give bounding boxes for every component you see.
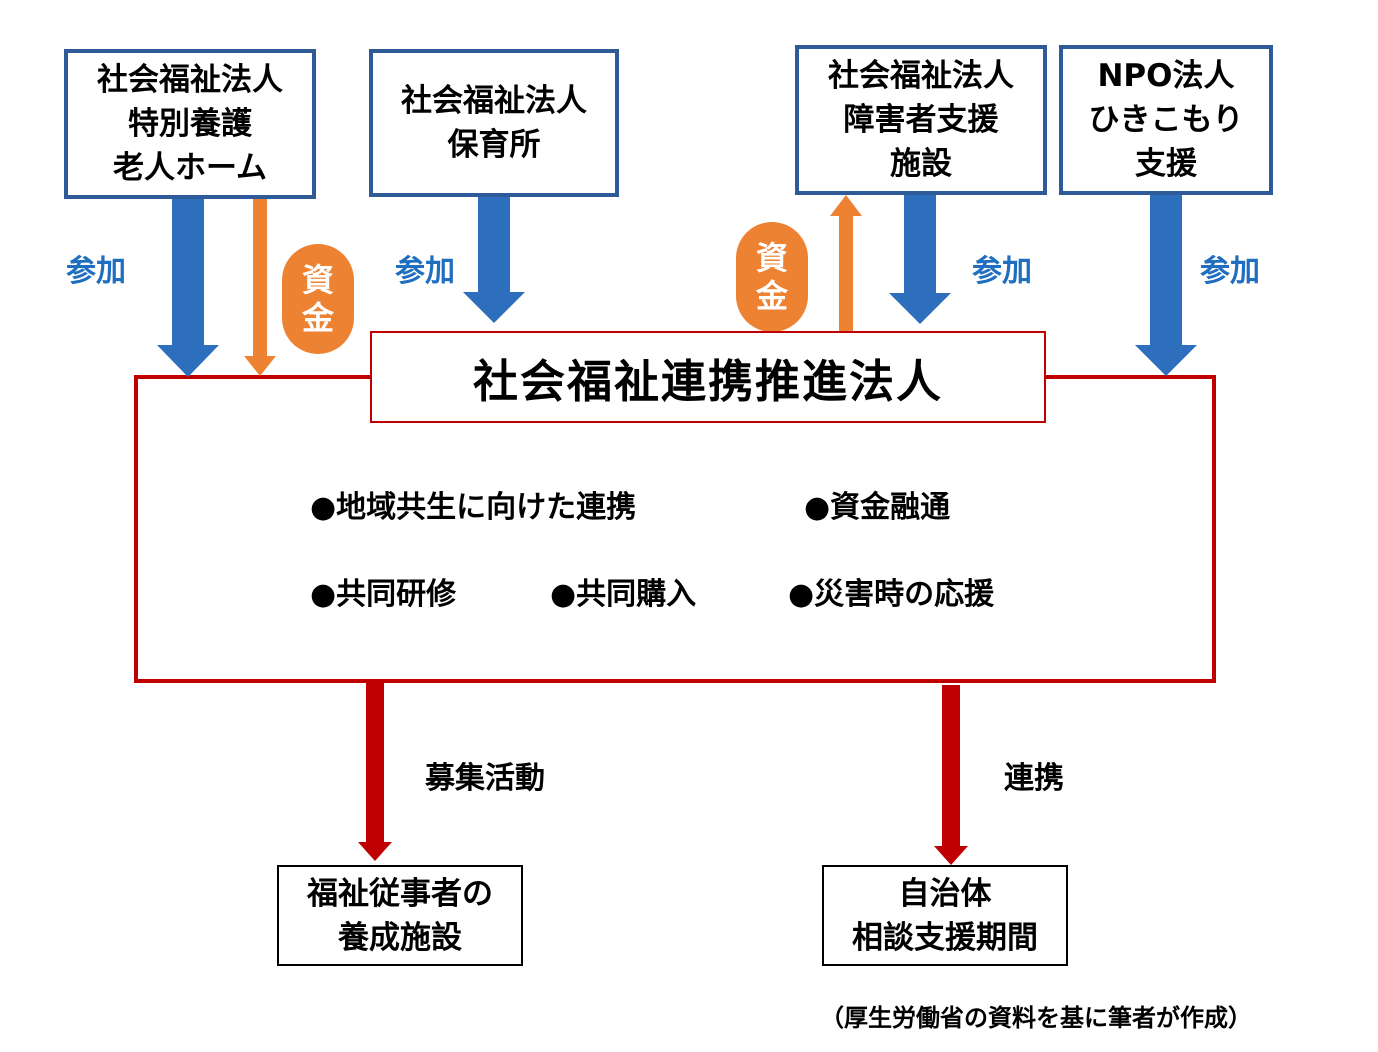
member-line: NPO法人 — [1097, 58, 1235, 94]
output-line: 自治体 — [898, 875, 992, 912]
participation-label-3: 参加 — [972, 254, 1032, 289]
member-line: 施設 — [890, 146, 952, 182]
output-line: 相談支援期間 — [852, 919, 1038, 956]
member-line: 老人ホーム — [112, 150, 268, 186]
central-title: 社会福祉連携推進法人 — [472, 354, 943, 408]
participation-arrow-3 — [889, 195, 951, 324]
participation-label-2: 参加 — [395, 254, 455, 289]
member-line: 社会福祉法人 — [828, 58, 1014, 94]
output-box-training-facility: 福祉従事者の 養成施設 — [277, 865, 523, 966]
member-box-nursing-home: 社会福祉法人 特別養護 老人ホーム — [64, 49, 316, 199]
central-title-box: 社会福祉連携推進法人 — [370, 331, 1046, 423]
member-box-nursery: 社会福祉法人 保育所 — [369, 49, 619, 197]
participation-label-1: 参加 — [66, 254, 126, 289]
member-box-npo: NPO法人 ひきこもり 支援 — [1059, 45, 1273, 195]
funds-badge-char: 金 — [301, 299, 334, 337]
member-line: 支援 — [1135, 146, 1197, 182]
activity-item: ●資金融通 — [804, 490, 951, 525]
member-line: 特別養護 — [128, 106, 252, 142]
member-line: 保育所 — [447, 127, 541, 163]
participation-arrow-1 — [157, 197, 219, 377]
recruit-arrow — [358, 683, 392, 861]
funds-badge-2: 資 金 — [736, 222, 808, 332]
member-line: 社会福祉法人 — [97, 62, 283, 98]
funds-badge-char: 資 — [301, 261, 334, 299]
funds-arrow-down — [244, 199, 276, 376]
member-line: ひきこもり — [1088, 102, 1244, 138]
participation-label-4: 参加 — [1200, 254, 1260, 289]
activity-item: ●共同研修 — [310, 577, 457, 612]
recruit-label: 募集活動 — [425, 761, 545, 796]
coordination-arrow — [934, 685, 968, 865]
output-line: 福祉従事者の — [307, 875, 493, 912]
activity-item: ●地域共生に向けた連携 — [310, 490, 637, 525]
member-line: 社会福祉法人 — [401, 83, 587, 119]
participation-arrow-2 — [463, 197, 525, 323]
participation-arrow-4 — [1135, 195, 1197, 376]
funds-badge-1: 資 金 — [282, 244, 354, 354]
source-note: （厚生労働省の資料を基に筆者が作成） — [820, 1004, 1252, 1032]
output-box-municipality: 自治体 相談支援期間 — [822, 865, 1068, 966]
activity-item: ●共同購入 — [550, 577, 697, 612]
activity-item: ●災害時の応援 — [788, 577, 995, 612]
funds-arrow-up — [830, 195, 862, 332]
funds-badge-char: 資 — [755, 239, 788, 277]
member-box-disability-facility: 社会福祉法人 障害者支援 施設 — [795, 45, 1047, 195]
funds-badge-char: 金 — [755, 277, 788, 315]
member-line: 障害者支援 — [843, 102, 999, 138]
coordination-label: 連携 — [1004, 761, 1064, 796]
output-line: 養成施設 — [338, 919, 462, 956]
